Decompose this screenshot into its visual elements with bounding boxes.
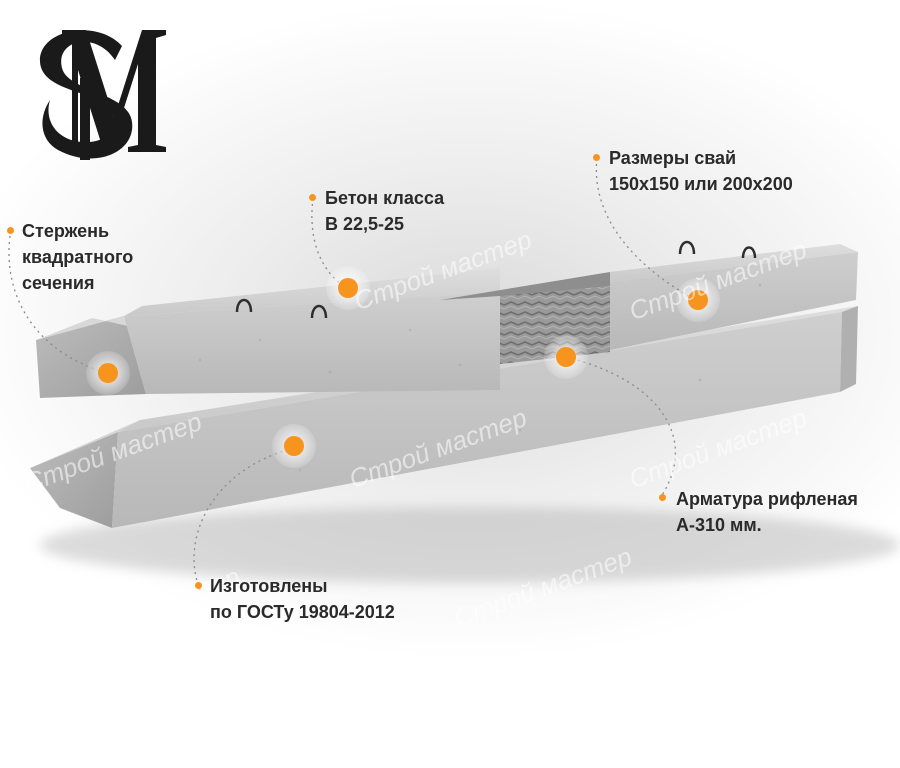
hotspot-rebar[interactable] xyxy=(544,335,588,379)
callout-line: Бетон класса xyxy=(325,188,445,208)
lifting-loops xyxy=(235,240,757,319)
callout-rebar: Арматура рифленая А-310 мм. xyxy=(676,486,858,538)
callout-line: Стержень xyxy=(22,221,110,241)
callout-bullet xyxy=(309,194,316,201)
callout-line: А-310 мм. xyxy=(676,515,762,535)
callout-bullet xyxy=(659,494,666,501)
callout-line: квадратного xyxy=(22,247,134,267)
callout-standard: Изготовлены по ГОСТу 19804-2012 xyxy=(210,573,395,625)
callout-bullet xyxy=(7,227,14,234)
hotspot-sizes[interactable] xyxy=(676,278,720,322)
callout-line: Размеры свай xyxy=(609,148,737,168)
callout-bullet xyxy=(195,582,202,589)
callout-sizes: Размеры свай 150х150 или 200х200 xyxy=(609,145,793,197)
callout-concrete: Бетон класса В 22,5-25 xyxy=(325,185,444,237)
callout-bullet xyxy=(593,154,600,161)
hotspot-concrete[interactable] xyxy=(326,266,370,310)
callout-line: Изготовлены xyxy=(210,576,328,596)
callout-line: сечения xyxy=(22,273,95,293)
brand-logo xyxy=(39,30,166,160)
hotspots xyxy=(86,266,720,468)
callout-line: по ГОСТу 19804-2012 xyxy=(210,602,395,622)
callout-rod: Стержень квадратного сечения xyxy=(22,218,133,296)
hotspot-rod[interactable] xyxy=(86,351,130,395)
callout-line: Арматура рифленая xyxy=(676,489,858,509)
hotspot-standard[interactable] xyxy=(272,424,316,468)
callout-line: В 22,5-25 xyxy=(325,214,405,234)
callout-line: 150х150 или 200х200 xyxy=(609,174,793,194)
